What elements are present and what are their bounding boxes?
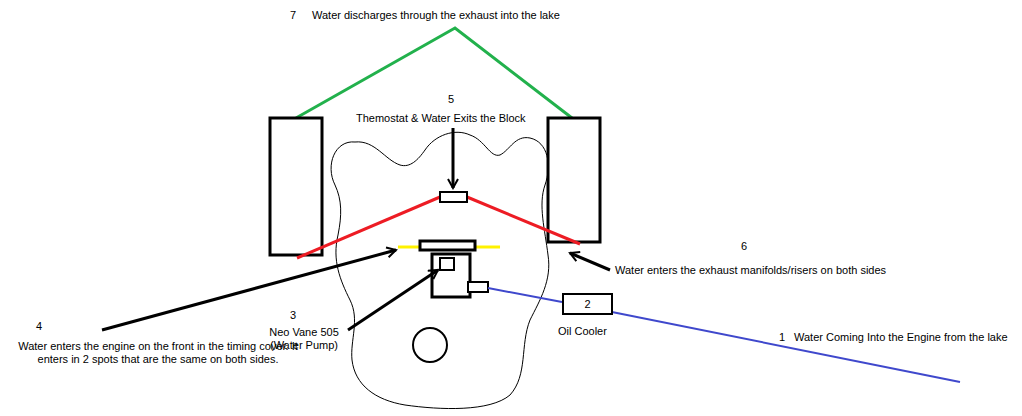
leader-arrow xyxy=(102,250,396,330)
callout-number: 4 xyxy=(36,320,42,333)
pump-impeller xyxy=(440,258,454,270)
timing-cover-inlet xyxy=(475,246,500,249)
crankshaft-pulley xyxy=(413,328,447,362)
callout-number: 5 xyxy=(448,93,454,106)
callout-number: 1 xyxy=(779,331,785,344)
callout-number: 3 xyxy=(290,309,296,322)
leader-arrow xyxy=(570,253,610,270)
raw-water-line xyxy=(597,309,960,382)
note-text: Water enters the engine on the front in … xyxy=(8,340,308,366)
right-exhaust-manifold xyxy=(548,118,600,242)
part-name: Oil Cooler xyxy=(558,325,613,337)
hot-water-line xyxy=(467,197,580,244)
note-text: Themostat & Water Exits the Block xyxy=(356,112,526,125)
exhaust-discharge-line xyxy=(296,28,572,118)
engine-outline xyxy=(331,132,549,408)
note-text: Water discharges through the exhaust int… xyxy=(312,9,560,22)
leader-arrow xyxy=(452,128,455,188)
cooler-box: 2 xyxy=(562,293,613,315)
note-text: Water enters the exhaust manifolds/riser… xyxy=(615,264,886,277)
timing-cover-inlet xyxy=(398,246,420,249)
leader-arrow xyxy=(348,270,438,330)
oil-cooler: 2Oil Cooler xyxy=(562,293,613,337)
pump-outlet xyxy=(468,282,488,292)
thermostat xyxy=(440,192,467,202)
callout-number: 6 xyxy=(741,240,747,253)
note-text: Water Coming Into the Engine from the la… xyxy=(794,331,1008,344)
left-exhaust-manifold xyxy=(270,118,322,255)
water-pump xyxy=(432,254,470,297)
callout-number: 7 xyxy=(290,9,296,22)
pump-plate xyxy=(420,241,475,250)
raw-water-line xyxy=(488,288,562,302)
callout-number: 2 xyxy=(564,295,611,313)
